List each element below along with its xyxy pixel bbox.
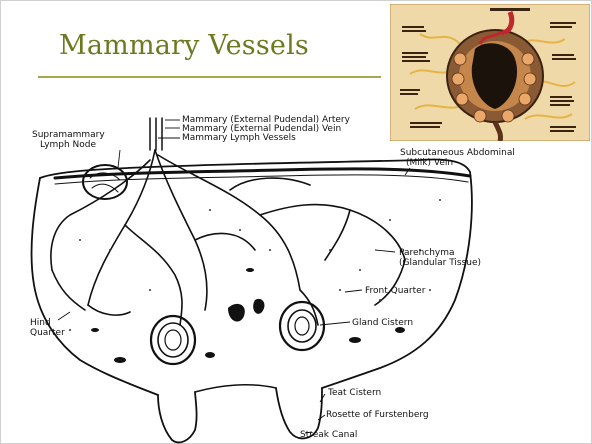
label-teat-cistern: Teat Cistern — [328, 388, 381, 398]
label-streak-canal: Streak Canal — [300, 430, 357, 440]
label-parenchyma-line1: Parenchyma — [399, 248, 455, 258]
label-milk-vein-line2: (Milk) Vein — [406, 158, 453, 168]
label-parenchyma-line2: (Glandular Tissue) — [399, 258, 481, 268]
label-lymph-vessels: Mammary Lymph Vessels — [182, 133, 296, 143]
label-rosette: Rosette of Furstenberg — [326, 410, 429, 420]
label-milk-vein-line1: Subcutaneous Abdominal — [400, 148, 515, 158]
label-lymph-node-line1: Supramammary — [32, 130, 105, 140]
label-hind-quarter-line1: Hind — [30, 318, 51, 328]
label-gland-cistern: Gland Cistern — [352, 318, 413, 328]
label-front-quarter: Front Quarter — [365, 286, 425, 296]
label-lymph-node-line2: Lymph Node — [40, 140, 96, 150]
label-hind-quarter-line2: Quarter — [30, 328, 65, 338]
